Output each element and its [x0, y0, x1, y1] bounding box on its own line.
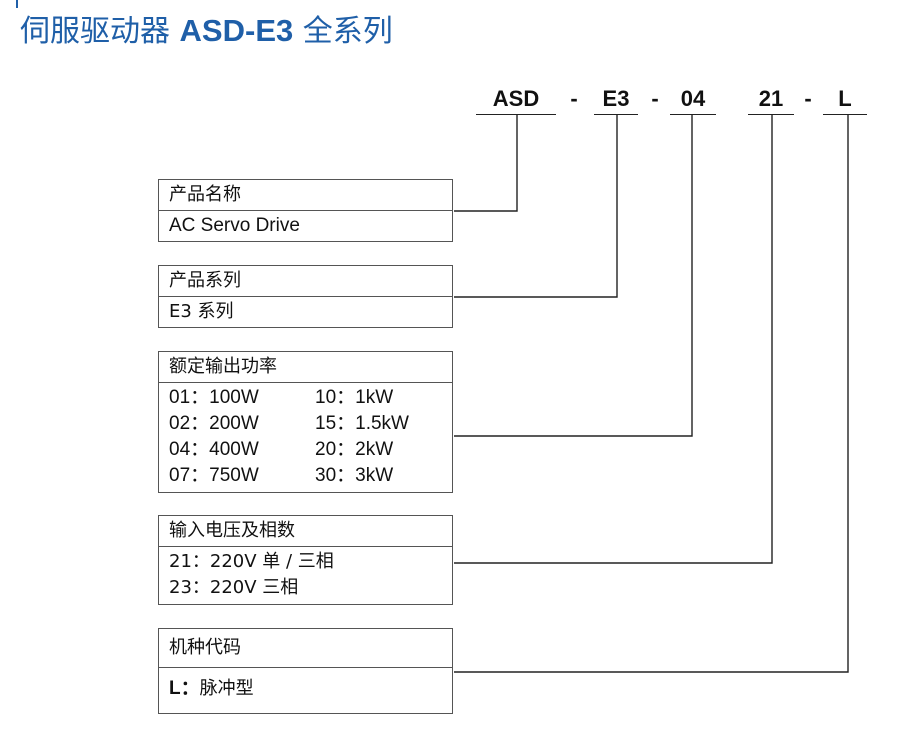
- box-product-name: 产品名称 AC Servo Drive: [158, 179, 453, 242]
- title-model: ASD-E3: [179, 13, 294, 48]
- box-product-name-value: AC Servo Drive: [169, 215, 300, 236]
- connector-series: [454, 115, 518, 212]
- power-row: 04：400W 20：2kW: [169, 437, 442, 463]
- code-type: L: [823, 84, 867, 115]
- power-option: 07：750W: [169, 465, 259, 486]
- title-accent-mark: [16, 0, 18, 8]
- box-product-series-header: 产品系列: [159, 266, 452, 297]
- box-product-series: 产品系列 E3 系列: [158, 265, 453, 328]
- connector-power: [454, 115, 693, 437]
- page-title: 伺服驱动器 ASD-E3 全系列: [20, 6, 393, 50]
- model-type-code: L：: [169, 678, 200, 699]
- code-family: E3: [594, 84, 638, 115]
- code-dash-1: -: [570, 86, 578, 111]
- power-option: 20：2kW: [315, 439, 394, 460]
- power-row: 02：200W 15：1.5kW: [169, 411, 442, 437]
- code-power: 04: [670, 84, 716, 115]
- title-suffix: 全系列: [302, 14, 393, 49]
- box-product-name-header: 产品名称: [159, 180, 452, 211]
- voltage-option: 23：220V 三相: [169, 577, 299, 598]
- connector-type: [454, 115, 849, 673]
- box-product-series-value: E3 系列: [169, 301, 234, 322]
- power-option: 01：100W: [169, 387, 259, 408]
- power-row: 07：750W 30：3kW: [169, 463, 442, 489]
- connector-family: [454, 115, 618, 298]
- box-input-voltage-header: 输入电压及相数: [159, 516, 452, 547]
- power-option: 10：1kW: [315, 387, 394, 408]
- power-row: 01：100W 10：1kW: [169, 385, 442, 411]
- box-rated-power-header: 额定输出功率: [159, 352, 452, 383]
- code-voltage: 21: [748, 84, 794, 115]
- title-prefix: 伺服驱动器: [20, 14, 170, 49]
- code-series: ASD: [476, 84, 556, 115]
- connector-voltage: [454, 115, 773, 564]
- model-type-value: 脉冲型: [199, 678, 254, 699]
- code-dash-3: -: [804, 86, 812, 111]
- power-option: 15：1.5kW: [315, 413, 409, 434]
- power-option: 02：200W: [169, 413, 259, 434]
- box-model-type-header: 机种代码: [159, 629, 452, 668]
- box-rated-power: 额定输出功率 01：100W 10：1kW 02：200W 15：1.5kW 0…: [158, 351, 453, 493]
- power-option: 04：400W: [169, 439, 259, 460]
- voltage-option: 21：220V 单 / 三相: [169, 551, 334, 572]
- box-input-voltage: 输入电压及相数 21：220V 单 / 三相 23：220V 三相: [158, 515, 453, 605]
- power-option: 30：3kW: [315, 465, 394, 486]
- code-dash-2: -: [651, 86, 659, 111]
- box-model-type: 机种代码 L：脉冲型: [158, 628, 453, 714]
